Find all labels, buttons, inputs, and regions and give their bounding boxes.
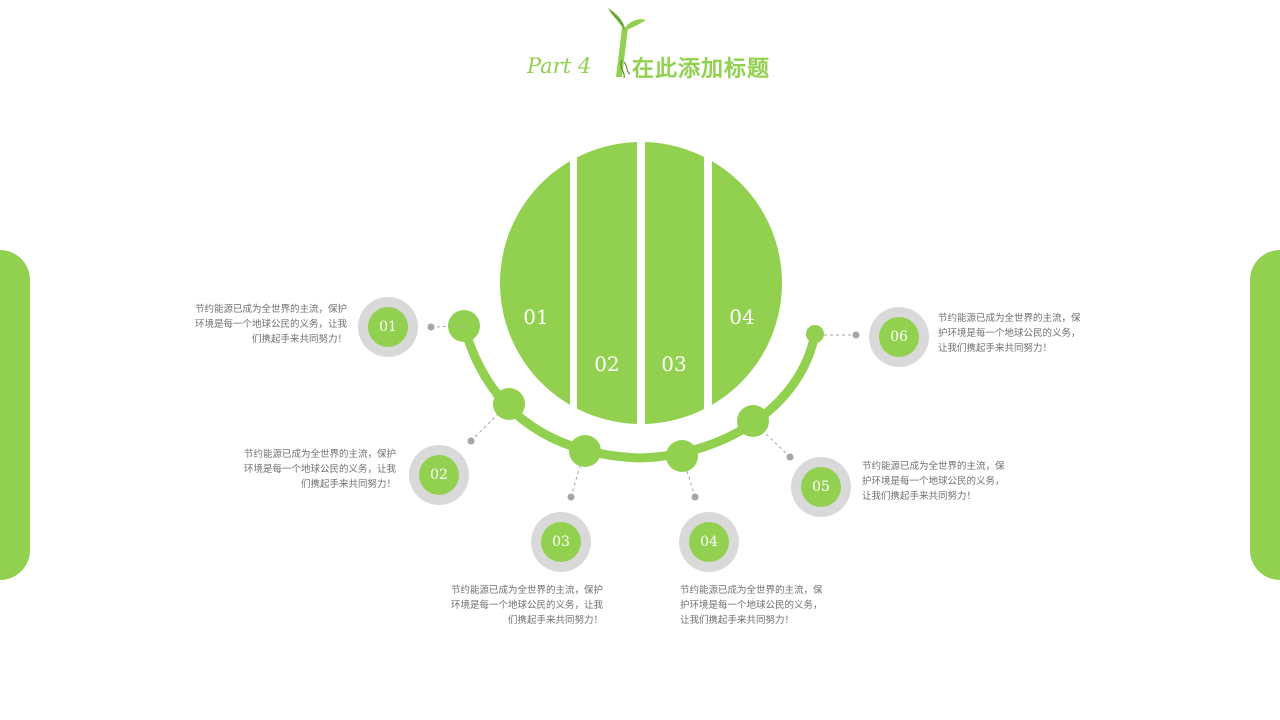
connector-dot-4: [691, 493, 699, 501]
connector-2: [470, 411, 501, 442]
badge-number-5: 05: [812, 479, 830, 495]
arc-node-2: [493, 388, 525, 420]
segment-label-1: 01: [523, 305, 549, 329]
connector-5: [764, 432, 791, 458]
circle-segment-2: [577, 142, 637, 424]
badge-number-2: 02: [430, 467, 448, 483]
arc-node-4: [666, 440, 698, 472]
badge-core-6: [879, 317, 919, 357]
connector-dot-2: [467, 437, 475, 445]
item-text-2: 节约能源已成为全世界的主流，保护 环境是每一个地球公民的义务，让我 们携起手来共…: [243, 449, 396, 490]
circle-segment-3: [645, 142, 704, 424]
connector-4: [686, 470, 696, 498]
connector-3: [570, 465, 581, 498]
circle-segment-4: [712, 142, 782, 424]
arc-node-1: [448, 310, 480, 342]
part-label: Part 4: [527, 54, 592, 78]
connector-dot-5: [786, 453, 794, 461]
connectors: [430, 325, 856, 498]
circle-segment-1: [500, 142, 570, 424]
segment-label-2: 02: [594, 352, 620, 376]
badge-core-4: [689, 522, 729, 562]
item-text-5: 节约能源已成为全世界的主流，保 护环境是每一个地球公民的义务， 让我们携起手来共…: [862, 461, 1005, 502]
connector-dot-3: [567, 493, 575, 501]
segment-label-3: 03: [661, 352, 687, 376]
connector-dot-6: [852, 331, 860, 339]
item-text-1: 节约能源已成为全世界的主流，保护 环境是每一个地球公民的义务，让我 们携起手来共…: [194, 304, 347, 345]
number-badges: [358, 297, 929, 572]
badge-core-1: [368, 307, 408, 347]
page-title: 在此添加标题: [632, 57, 771, 82]
arc-node-6: [806, 325, 824, 343]
left-side-bar: [0, 250, 30, 580]
right-side-bar: [1250, 250, 1280, 580]
badge-number-3: 03: [552, 534, 570, 550]
connector-dot-1: [427, 323, 435, 331]
item-text-3: 节约能源已成为全世界的主流，保护 环境是每一个地球公民的义务，让我 们携起手来共…: [450, 585, 603, 626]
title-row: Part 4 在此添加标题: [0, 8, 1280, 90]
badge-core-5: [801, 467, 841, 507]
item-text-6: 节约能源已成为全世界的主流，保 护环境是每一个地球公民的义务， 让我们携起手来共…: [938, 313, 1081, 354]
segment-label-4: 04: [729, 305, 755, 329]
badge-number-6: 06: [890, 329, 908, 345]
badge-core-3: [541, 522, 581, 562]
segmented-circle: [500, 142, 782, 424]
connector-dots: [427, 323, 860, 501]
badge-number-1: 01: [379, 319, 397, 335]
arc-node-3: [569, 435, 601, 467]
badge-number-4: 04: [700, 534, 718, 550]
item-text-4: 节约能源已成为全世界的主流，保 护环境是每一个地球公民的义务， 让我们携起手来共…: [680, 585, 823, 626]
arc-node-5: [737, 405, 769, 437]
sprout-icon: [608, 8, 646, 79]
badge-core-2: [419, 455, 459, 495]
